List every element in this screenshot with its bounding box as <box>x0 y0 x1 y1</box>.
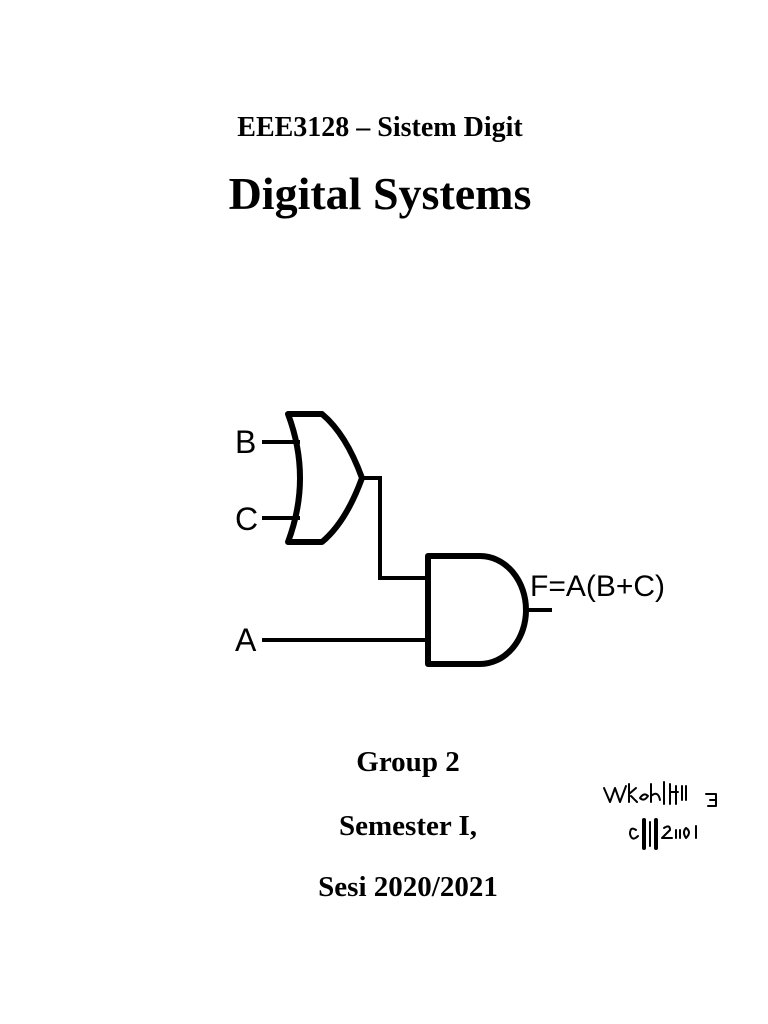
and-gate <box>425 553 529 667</box>
handwritten-signature <box>603 781 717 850</box>
output-expression-label: F=A(B+C) <box>530 570 665 603</box>
document-title: Digital Systems <box>228 168 532 219</box>
semester-label: Semester I, <box>339 810 477 842</box>
input-c-label: C <box>235 501 258 537</box>
group-label: Group 2 <box>356 746 460 778</box>
or-gate <box>285 411 365 545</box>
course-code: EEE3128 – Sistem Digit <box>237 112 523 143</box>
session-label: Sesi 2020/2021 <box>318 871 498 903</box>
input-a-label: A <box>235 622 257 658</box>
wire-or-to-and <box>360 476 428 580</box>
input-b-label: B <box>235 424 256 460</box>
